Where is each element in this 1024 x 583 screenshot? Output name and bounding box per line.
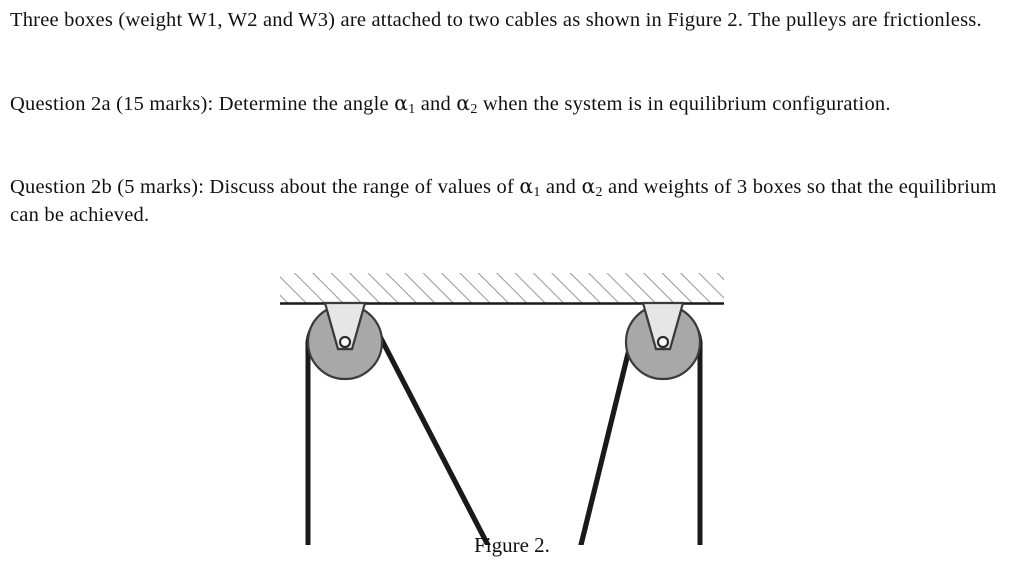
figure-caption: Figure 2. [474, 533, 550, 557]
symbol-alpha-1: α1 [519, 174, 541, 201]
ceiling-hatching [280, 273, 724, 303]
alpha-glyph: α [519, 174, 534, 198]
alpha-subscript: 2 [470, 102, 478, 118]
pulley-right [624, 301, 702, 381]
alpha-subscript: 1 [408, 102, 416, 118]
alpha-glyph: α [456, 91, 471, 115]
cable-left-to-node-a [369, 318, 491, 545]
ceiling-support [280, 273, 724, 305]
pulley-right-bracket [641, 301, 685, 351]
pulley-left-hub [338, 335, 352, 349]
pulley-right-hub [656, 335, 670, 349]
alpha-glyph: α [394, 91, 409, 115]
text-run: Question 2b (5 marks): Discuss about the… [10, 176, 520, 198]
paragraph-question-2a: Question 2a (15 marks): Determine the an… [10, 90, 1014, 119]
pulley-left [306, 301, 384, 381]
alpha-subscript: 2 [595, 185, 603, 201]
pulley-left-bracket [323, 301, 367, 351]
symbol-alpha-1: α1 [394, 91, 416, 118]
cable-right-to-node-a [578, 318, 639, 545]
pulley-system-diagram: A α1 α2 W1 W3 W2 [280, 273, 724, 545]
text-run: and [415, 93, 457, 115]
text-run: Three boxes (weight W1, W2 and W3) are a… [10, 9, 982, 31]
alpha-subscript: 1 [533, 185, 541, 201]
text-run: Question 2a (15 marks): Determine the an… [10, 93, 395, 115]
alpha-glyph: α [581, 174, 596, 198]
text-run: and [540, 176, 582, 198]
text-run: when the system is in equilibrium config… [477, 93, 891, 115]
text-run: and weights of 3 boxes so that the equil… [10, 176, 997, 226]
symbol-alpha-2: α2 [456, 91, 478, 118]
paragraph-question-2b: Question 2b (5 marks): Discuss about the… [10, 173, 1014, 229]
paragraph-intro: Three boxes (weight W1, W2 and W3) are a… [10, 7, 1014, 35]
figure-2: A α1 α2 W1 W3 W2 [0, 255, 1024, 545]
symbol-alpha-2: α2 [581, 174, 603, 201]
